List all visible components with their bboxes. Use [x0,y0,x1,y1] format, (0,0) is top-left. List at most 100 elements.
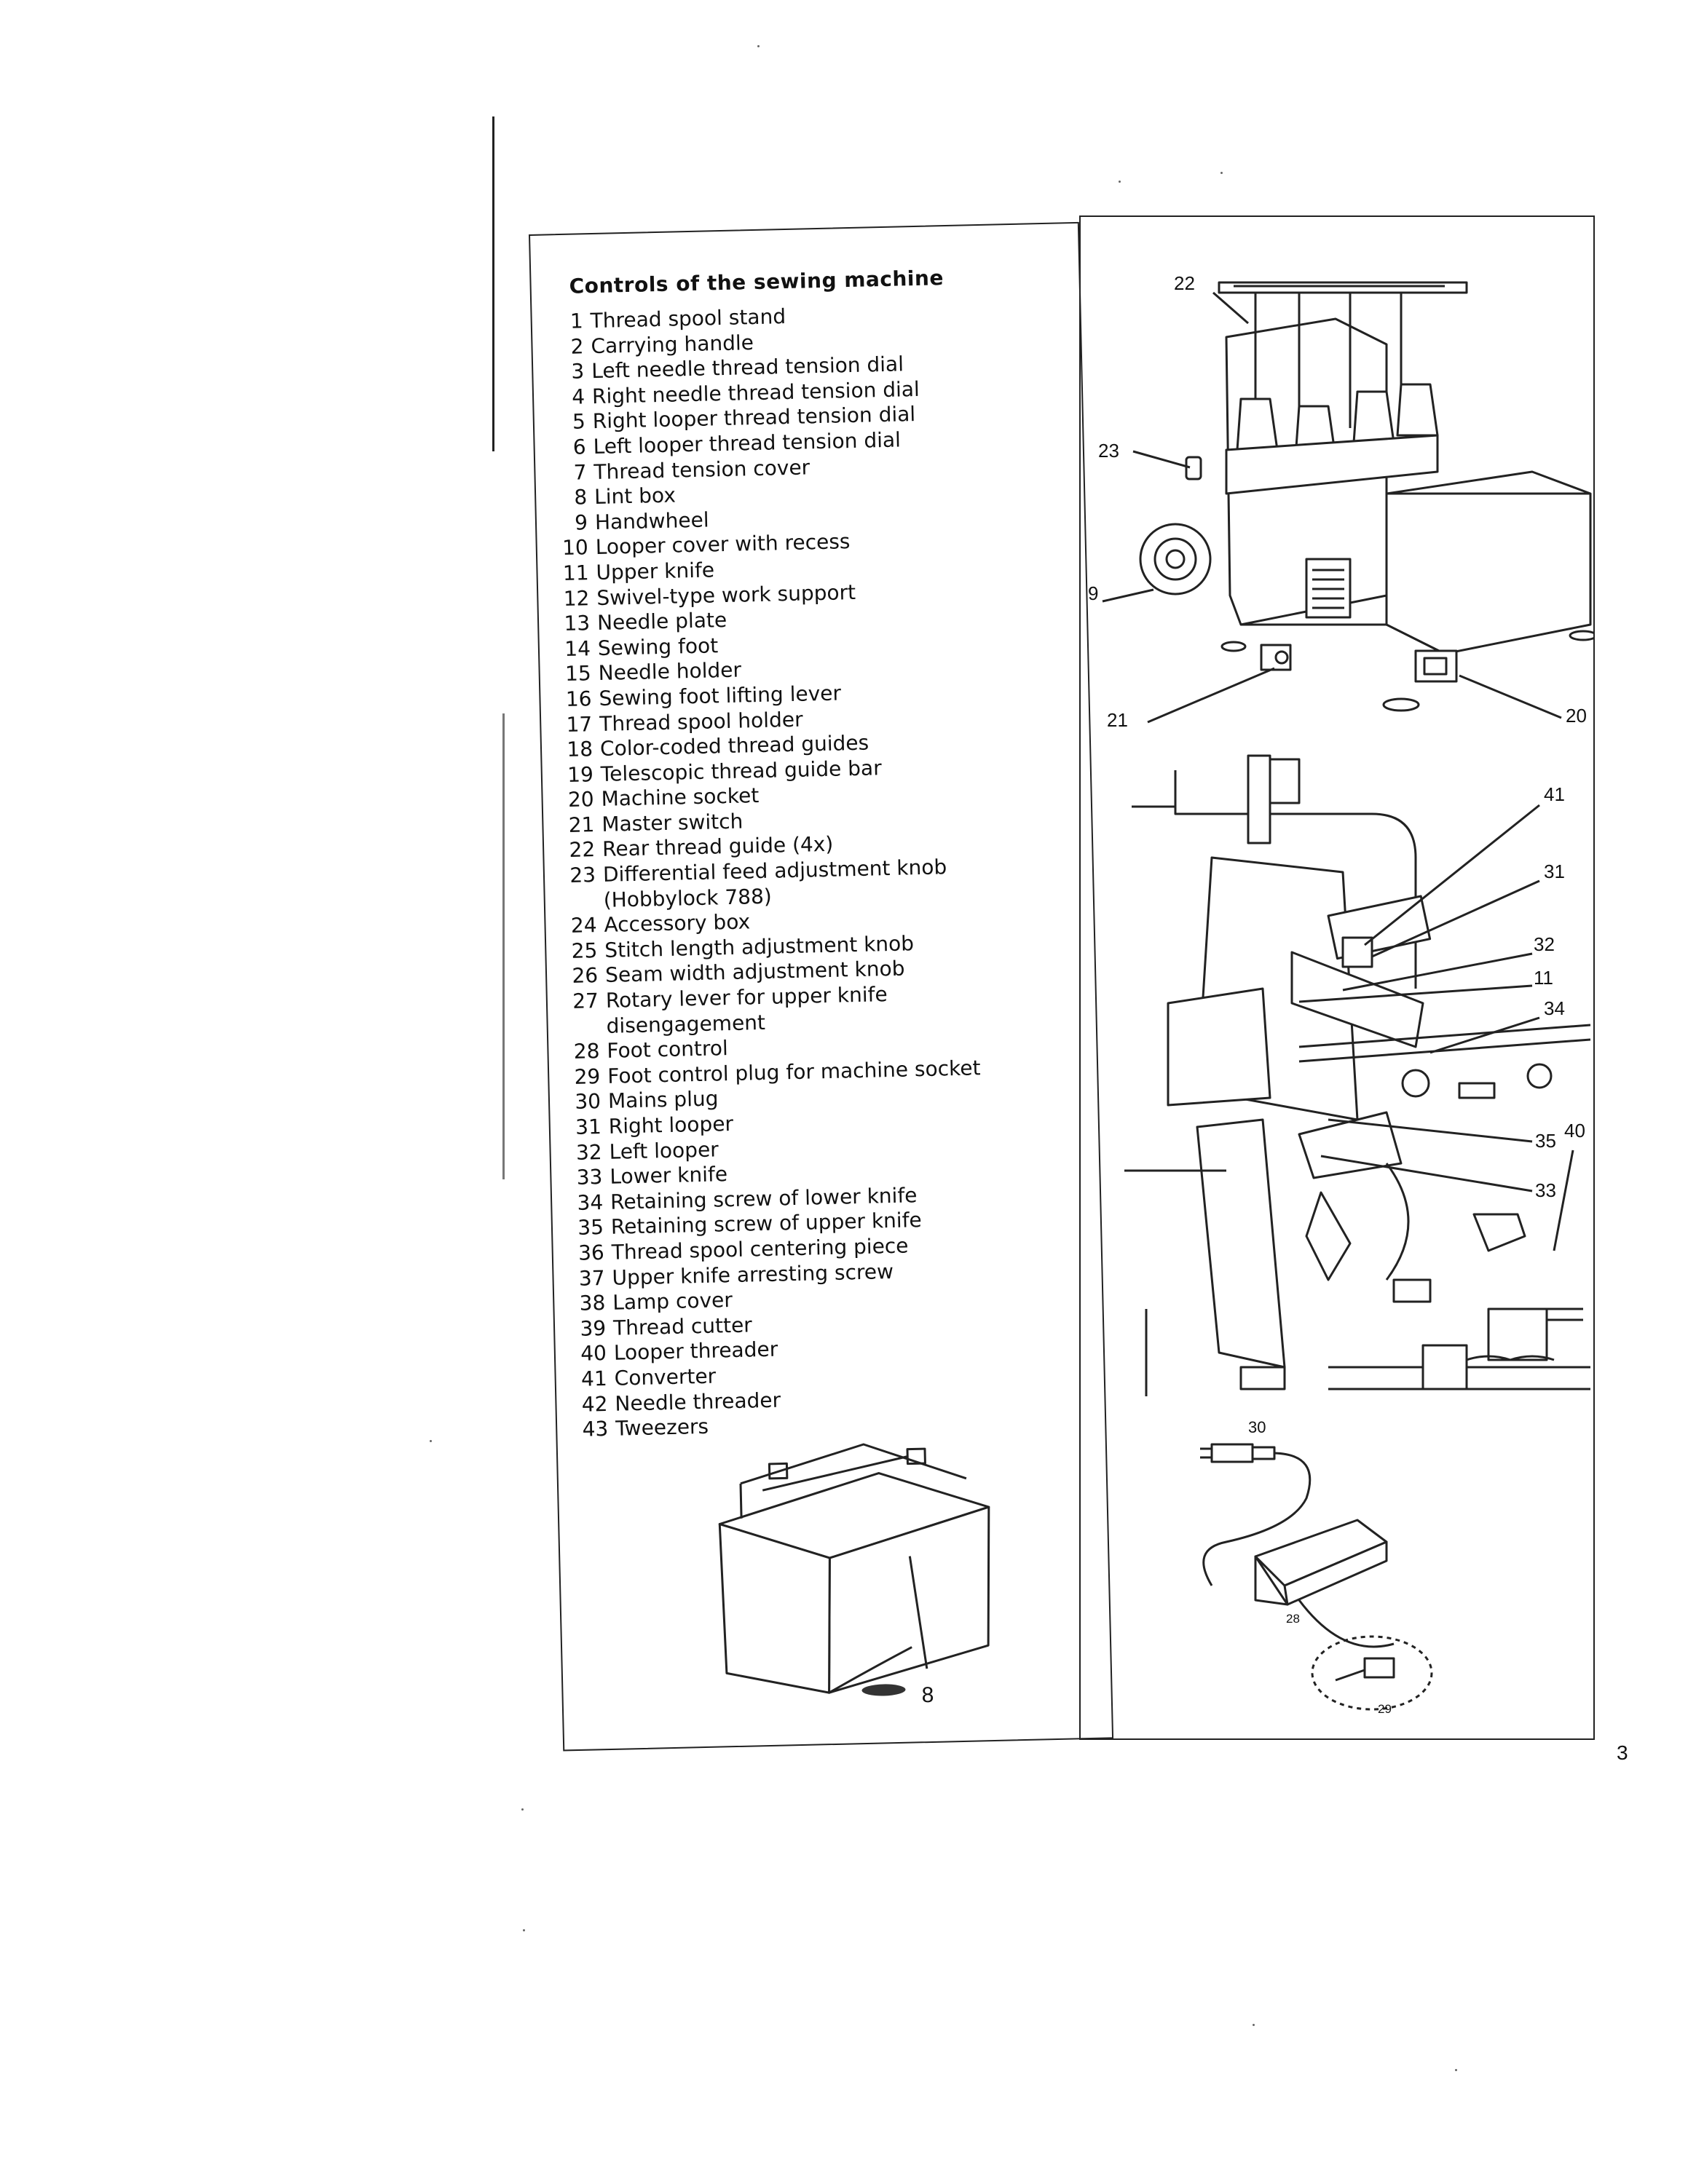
control-number: 13 [564,611,591,636]
binding-edge-mark [492,116,494,451]
scan-speck [430,1440,432,1442]
callout-31: 31 [1544,860,1565,882]
control-number: 43 [582,1417,609,1441]
scan-speck [1220,172,1223,174]
control-number: 19 [567,761,594,787]
control-label: Lower knife [610,1162,728,1189]
control-label: Accessory box [604,909,751,938]
callout-23: 23 [1098,440,1119,462]
control-number: 8 [574,485,588,510]
looper-area-illustration [1124,754,1591,1396]
control-number: 26 [572,963,599,989]
control-number: 17 [566,711,593,737]
control-number: 28 [573,1039,600,1064]
callout-9: 9 [1088,582,1099,604]
callout-40: 40 [1564,1120,1585,1142]
control-number: 7 [573,459,587,485]
callout-21: 21 [1107,709,1128,731]
control-label: Right looper [608,1111,734,1139]
control-number: 5 [572,409,586,435]
overlocker-machine-illustration [1102,281,1593,724]
control-label: disengagement [606,1010,766,1038]
callout-35: 35 [1535,1130,1556,1152]
control-number: 30 [575,1089,602,1115]
control-number: 25 [571,938,598,963]
control-number: 34 [577,1190,604,1215]
control-label: Lamp cover [612,1288,733,1315]
control-number: 31 [575,1115,602,1139]
control-number: 41 [580,1366,608,1391]
control-number: 9 [574,510,588,535]
control-number: 37 [578,1265,605,1291]
control-number [565,888,604,914]
control-number: 33 [576,1165,603,1190]
control-label: Upper knife [596,558,715,585]
control-number: 35 [577,1215,604,1241]
control-number: 42 [581,1391,608,1417]
control-number: 27 [572,989,599,1013]
control-label: Left looper [609,1137,719,1164]
controls-heading: Controls of the sewing machine [569,266,944,298]
control-label: Needle holder [598,657,742,686]
foot-control-illustration [1200,1443,1433,1711]
lint-box-illustration [718,1443,990,1696]
control-label: Converter [614,1364,717,1390]
callout-11: 11 [1534,967,1553,989]
control-number: 16 [565,687,592,711]
control-label: Machine socket [601,783,760,812]
callout-41: 41 [1544,783,1565,805]
callout-33: 33 [1535,1179,1556,1201]
control-number: 12 [563,585,590,611]
scan-speck [523,1929,525,1931]
control-number: 32 [575,1139,602,1165]
control-label: Thread tension cover [593,454,811,484]
scan-speck [757,45,760,47]
control-number: 29 [574,1064,601,1089]
control-label: Lint box [593,483,677,510]
control-number: 6 [572,435,587,459]
control-number: 15 [564,661,592,687]
control-number: 38 [579,1291,606,1315]
control-number: 11 [562,561,589,585]
callout-32: 32 [1534,933,1555,955]
control-label: Carrying handle [591,330,754,358]
callout-34: 34 [1544,997,1565,1019]
callout-lint-box: 8 [921,1682,934,1708]
callout-20: 20 [1566,705,1587,727]
control-number: 20 [567,787,595,812]
control-number: 10 [561,535,589,561]
control-label: Foot control [607,1036,729,1064]
control-label: Looper threader [613,1337,778,1366]
scan-speck [1119,181,1121,183]
control-number: 36 [577,1240,605,1265]
binding-edge-mark [502,713,505,1179]
control-label: Needle plate [596,608,727,636]
scan-speck [521,1808,524,1811]
control-number: 24 [570,913,597,938]
control-label: Handwheel [594,507,709,534]
control-label: Thread spool stand [590,304,786,333]
diagram-artwork [1102,281,1593,1711]
callout-28: 28 [1286,1612,1300,1626]
control-number: 23 [569,863,596,888]
control-number: 1 [569,309,584,333]
control-number: 14 [564,636,591,661]
control-number [568,1013,607,1040]
control-label: Sewing foot [597,633,719,660]
callout-22: 22 [1174,272,1195,294]
control-label: (Hobbylock 788) [603,884,773,912]
scan-speck [1253,2024,1255,2026]
control-number: 2 [570,333,584,359]
diagram-panel: 22 23 9 21 20 41 31 32 11 34 35 40 33 30… [1079,215,1595,1740]
callout-29: 29 [1378,1702,1392,1716]
control-label: Thread cutter [612,1313,753,1340]
control-number: 39 [580,1315,607,1341]
control-number: 22 [569,837,596,863]
control-label: Master switch [602,809,744,836]
control-number: 40 [580,1341,607,1366]
control-label: Mains plug [607,1086,719,1114]
control-number: 21 [568,812,595,837]
scan-speck [1455,2069,1457,2071]
